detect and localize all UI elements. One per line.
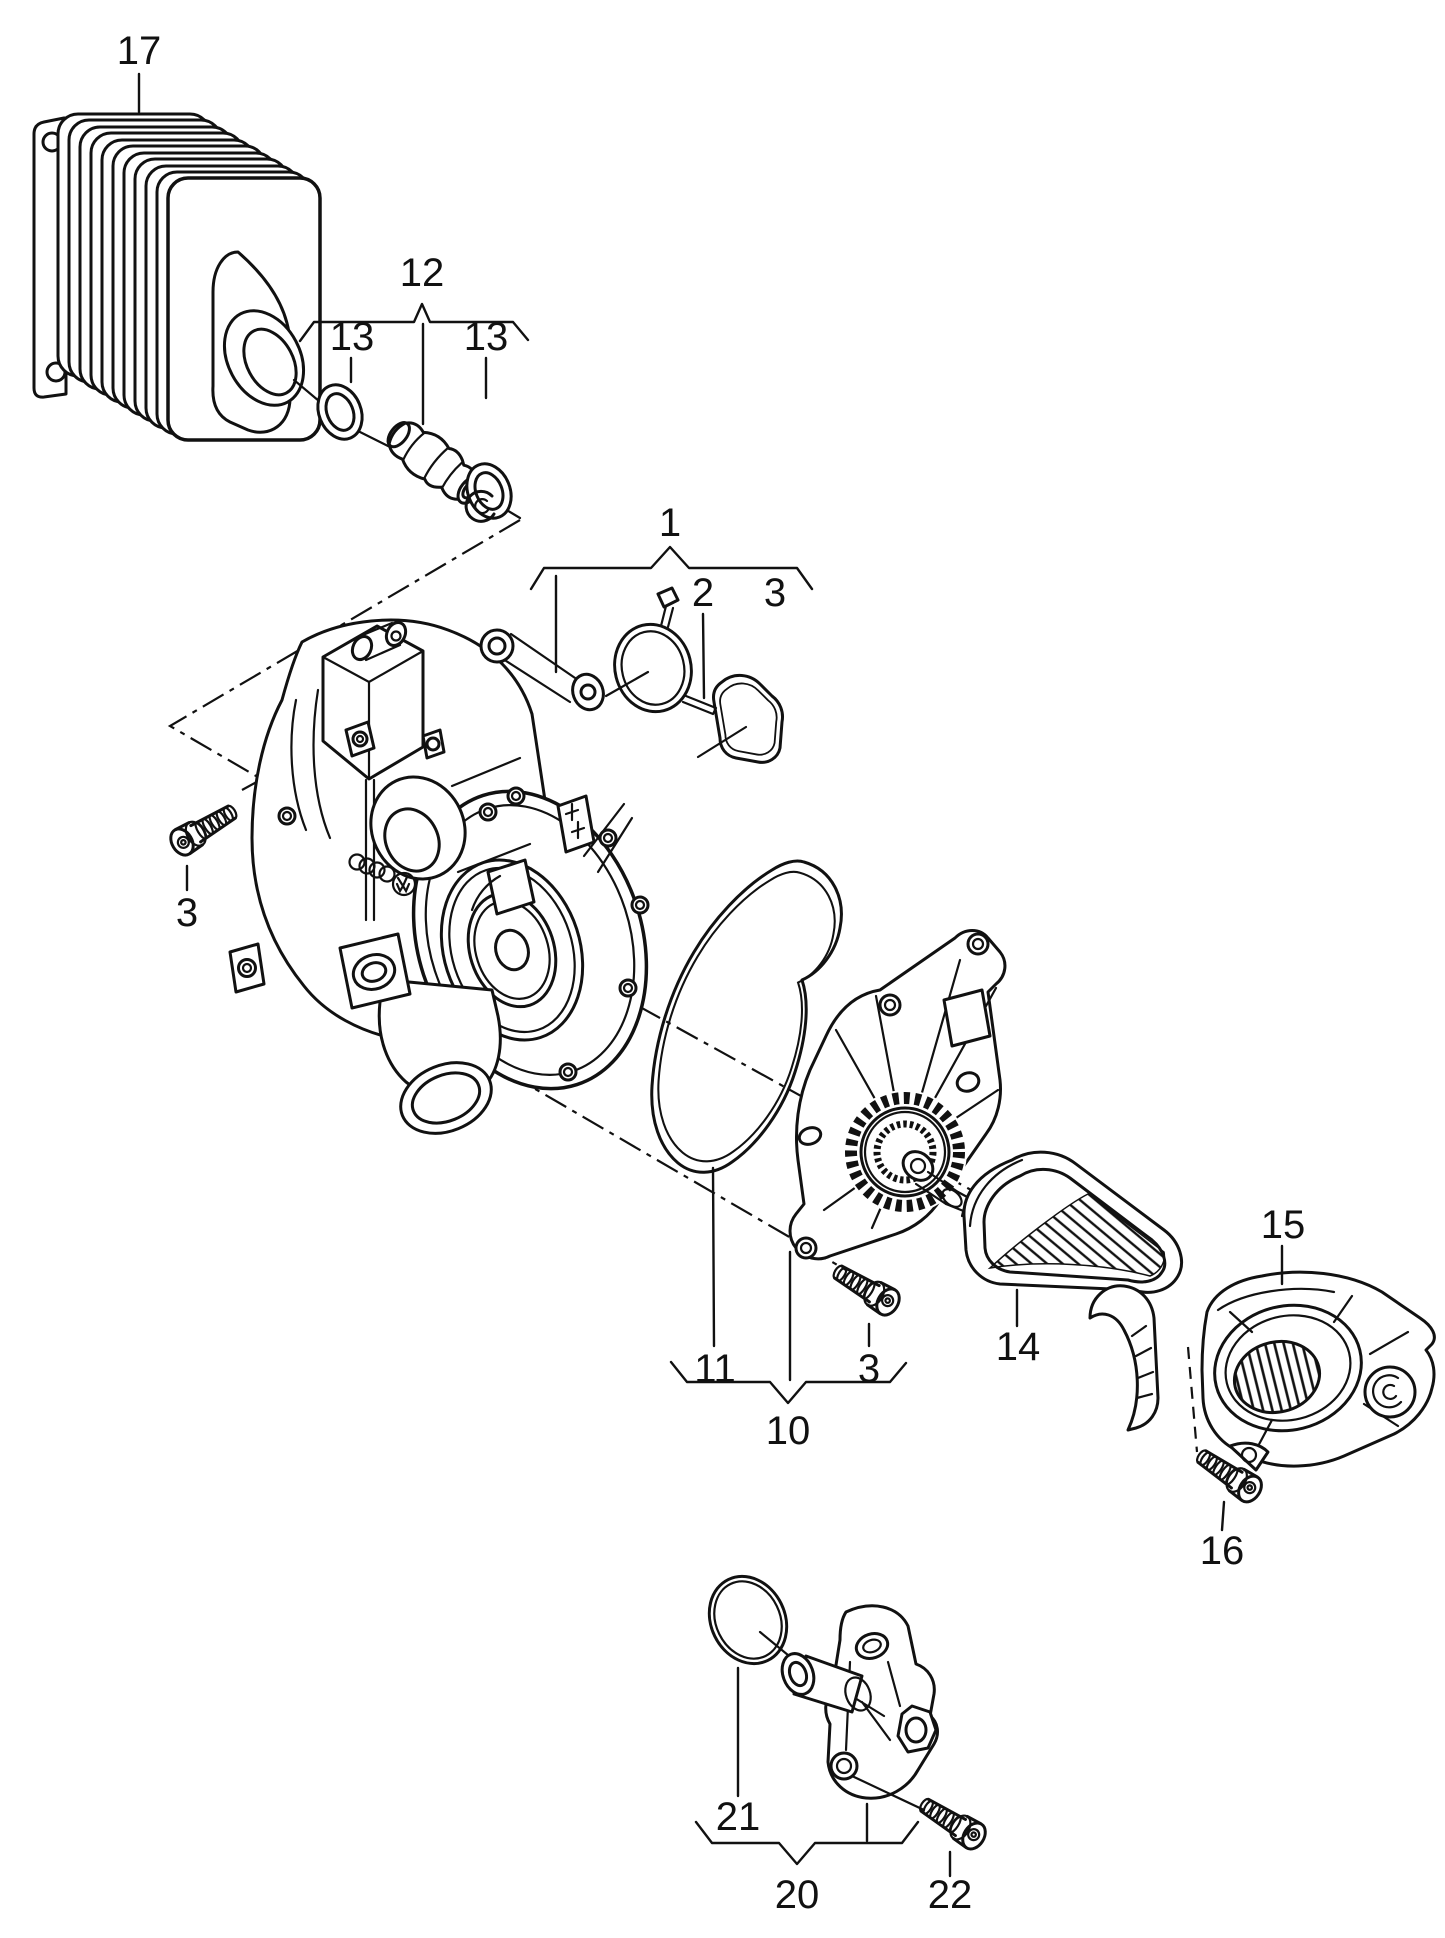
callout-label-3-gasket: 3 (764, 571, 786, 615)
callout-label-10: 10 (766, 1409, 811, 1453)
pump-drive-gear (843, 1090, 1004, 1228)
callout-22: 22 (928, 1850, 973, 1917)
callout-label-1: 1 (659, 501, 681, 545)
part-belt-cover (1088, 1270, 1436, 1472)
callout-label-3-rear: 3 (858, 1347, 880, 1391)
part-seal-round (604, 586, 718, 716)
callout-3-rear: 3 (858, 1322, 880, 1391)
part-bolt-rear (826, 1256, 906, 1321)
callout-label-13-right: 13 (464, 315, 509, 359)
callout-2: 2 (692, 571, 714, 700)
callout-13-right: 13 (464, 315, 509, 400)
callout-1: 1 (529, 501, 814, 674)
audi-rings-logo (348, 853, 396, 883)
callout-20: 20 (694, 1802, 920, 1917)
part-rear-housing (788, 929, 1007, 1261)
callout-label-15: 15 (1261, 1203, 1306, 1247)
callout-11: 11 (694, 1166, 736, 1391)
callout-17: 17 (117, 29, 162, 114)
callout-label-22: 22 (928, 1873, 973, 1917)
callout-13-left: 13 (330, 315, 375, 384)
callout-label-14: 14 (996, 1325, 1041, 1369)
callout-label-2: 2 (692, 571, 714, 615)
part-bolt-flange (913, 1790, 992, 1855)
callout-label-11: 11 (694, 1347, 736, 1391)
callout-10: 10 (669, 1250, 908, 1453)
callout-12: 12 (298, 251, 530, 426)
part-o-ring (707, 1574, 796, 1666)
callout-label-13-left: 13 (330, 315, 375, 359)
callout-label-20: 20 (775, 1873, 820, 1917)
callout-21: 21 (716, 1666, 761, 1839)
callout-label-21: 21 (716, 1795, 761, 1839)
callout-label-17: 17 (117, 29, 162, 73)
callout-3-left: 3 (176, 864, 198, 935)
callout-3-gasket: 3 (764, 571, 786, 615)
pump-solenoid (321, 620, 446, 781)
pump-top-arm (464, 489, 605, 712)
part-profile-gasket (696, 673, 785, 764)
callout-label-16: 16 (1200, 1529, 1245, 1573)
callout-label-3-left: 3 (176, 891, 198, 935)
part-toothed-belt (962, 1150, 1183, 1332)
part-seal-ring-left (316, 383, 364, 441)
callout-14: 14 (996, 1288, 1041, 1369)
part-seal-ring-right (465, 462, 513, 520)
part-coolant-flange (780, 1604, 939, 1812)
callout-15: 15 (1261, 1203, 1306, 1286)
part-bolt-left (164, 796, 244, 861)
callout-16: 16 (1200, 1500, 1245, 1573)
part-water-pump (228, 489, 650, 1135)
part-oil-cooler (32, 112, 322, 442)
callout-label-12: 12 (400, 251, 445, 295)
vw-logo (391, 871, 417, 897)
